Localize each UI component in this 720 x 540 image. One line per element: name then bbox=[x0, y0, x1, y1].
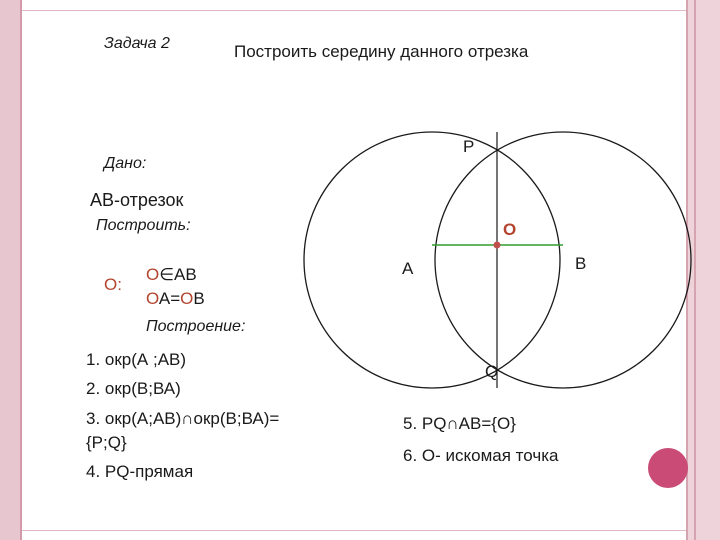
step-5: 5. PQ∩AB={O} bbox=[403, 414, 516, 433]
construction-label: Построение: bbox=[146, 318, 246, 335]
task-label: Задача 2 bbox=[104, 35, 170, 52]
condition-2-point-2: О bbox=[180, 289, 194, 308]
step-1: 1. окр(А ;АВ) bbox=[86, 350, 187, 369]
circle-a bbox=[303, 131, 561, 389]
construct-point: О: bbox=[104, 275, 122, 295]
step-3-line-2: {P;Q} bbox=[86, 433, 127, 452]
condition-2: ОА=ОВ bbox=[146, 289, 205, 309]
point-o-letter: О: bbox=[104, 275, 122, 294]
left-decor-bar bbox=[0, 0, 22, 540]
given-value: АВ-отрезок bbox=[90, 190, 184, 210]
right-decor-bar bbox=[686, 0, 720, 540]
label-b: В bbox=[575, 254, 587, 273]
condition-1: О∈АВ bbox=[146, 265, 197, 285]
condition-2-point-1: О bbox=[146, 289, 159, 308]
label-o: О bbox=[503, 220, 517, 239]
step-6: 6. О- искомая точка bbox=[403, 446, 559, 465]
decor-circle bbox=[648, 448, 688, 488]
page-title: Построить середину данного отрезка bbox=[234, 42, 529, 61]
step-4: 4. PQ-прямая bbox=[86, 462, 194, 481]
point-o bbox=[493, 241, 501, 249]
circle-b bbox=[434, 131, 692, 389]
construct-label: Построить: bbox=[96, 217, 191, 234]
step-2: 2. окр(В;ВА) bbox=[86, 379, 181, 398]
condition-2-text-1: А= bbox=[158, 289, 181, 308]
bottom-divider bbox=[22, 530, 686, 531]
step-3-line-1: 3. окр(А;АВ)∩окр(В;ВА)= bbox=[86, 409, 280, 428]
condition-1-point: О bbox=[146, 265, 160, 284]
label-a: А bbox=[402, 259, 414, 278]
given-label: Дано: bbox=[104, 155, 147, 172]
condition-1-text: ∈АВ bbox=[159, 265, 197, 284]
condition-2-text-2: В bbox=[193, 289, 205, 308]
label-p: P bbox=[463, 137, 475, 156]
top-divider bbox=[22, 10, 686, 11]
label-q: Q bbox=[485, 362, 499, 381]
